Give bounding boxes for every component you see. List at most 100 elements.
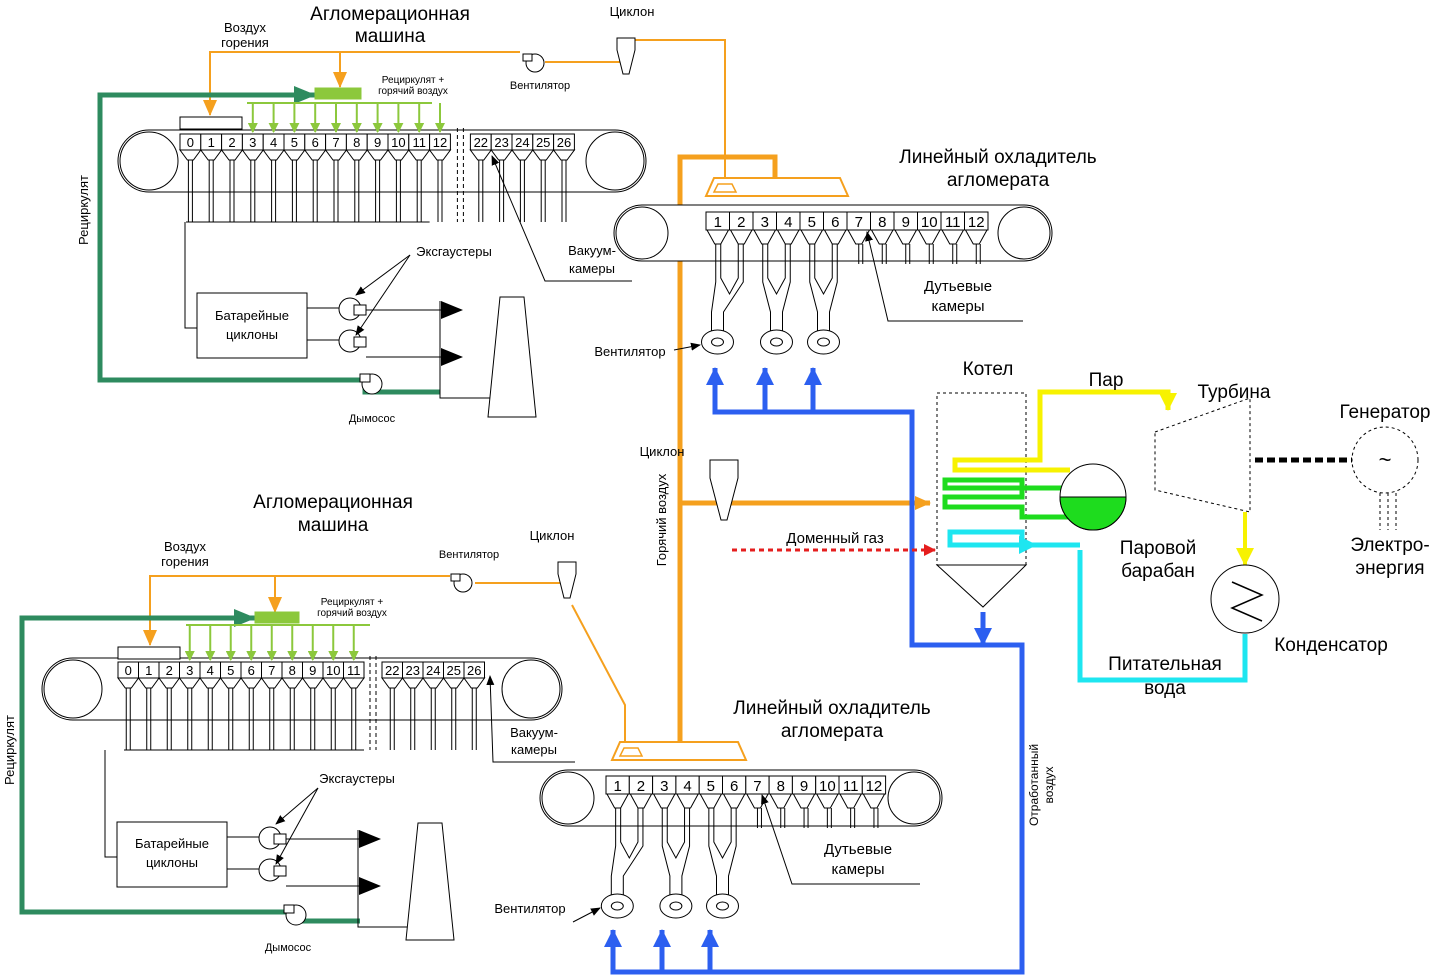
label-line: камеры (569, 261, 615, 276)
zone-label: 23 (406, 663, 420, 678)
windbox (442, 677, 465, 689)
boiler-label: Котел (963, 359, 1014, 380)
fan-duct (681, 808, 691, 896)
fan-duct (661, 808, 671, 896)
recirc-hood (314, 87, 362, 100)
leader-line (275, 787, 319, 825)
zone-label: 24 (426, 663, 440, 678)
cyclone (557, 561, 577, 599)
bottom-recirc-line (19, 609, 360, 924)
zone-label: 22 (385, 663, 399, 678)
cooler-cell-label: 7 (855, 214, 863, 231)
cooler-funnel (815, 793, 839, 809)
cooler-fan-hub (817, 337, 830, 347)
steam-label: Пар (1089, 370, 1124, 391)
zone-label: 8 (353, 135, 360, 150)
cooler-funnel (862, 793, 886, 809)
recirc-hood (254, 611, 300, 624)
bottom-exhausters-label: Эксгаустеры (319, 771, 395, 786)
bottom-combustion-air-line (143, 575, 626, 745)
zone-label: 2 (166, 663, 173, 678)
collector-pipe (184, 222, 197, 329)
fan-duct (829, 244, 838, 332)
label-line: Линейный охладитель (899, 147, 1097, 168)
steam-drum (1059, 463, 1127, 531)
fan-duct (708, 808, 717, 896)
zone-label: 10 (326, 663, 340, 678)
cooler-cell-label: 2 (637, 778, 645, 795)
label-line: Дутьевые (824, 841, 892, 858)
zone-label: 9 (309, 663, 316, 678)
zone-label: 4 (270, 135, 277, 150)
exhauster-outlet (353, 304, 367, 316)
zone-label: 23 (494, 135, 508, 150)
cooler-cell-label: 9 (902, 214, 910, 231)
exhauster-outlet (273, 865, 287, 877)
windbox (220, 149, 244, 161)
idle-drum (501, 659, 561, 719)
top-vacuum-label: Вакуум-камеры (568, 243, 616, 276)
cooler-funnel (894, 229, 918, 245)
blow-leader (761, 794, 920, 885)
fan-duct (622, 808, 644, 896)
label-line: Линейный охладитель (733, 698, 931, 719)
windbox (281, 677, 304, 689)
fan-duct (610, 808, 617, 896)
cooler-cell-label: 11 (843, 778, 859, 795)
zone-label: 6 (312, 135, 319, 150)
label-line: Отработанный (1027, 744, 1041, 826)
blow-leader (865, 231, 1023, 322)
cooler-funnel (722, 793, 746, 809)
zone-label: 0 (125, 663, 132, 678)
windbox (322, 677, 345, 689)
label-line: вода (1144, 678, 1186, 699)
label-line: агломерата (781, 721, 884, 742)
cooler-cell-label: 4 (683, 778, 691, 795)
stack-duct (357, 830, 410, 928)
zone-label: 25 (447, 663, 461, 678)
center-cyclone-label: Циклон (640, 444, 685, 459)
label-line: Дутьевые (924, 278, 992, 295)
label-line: Батарейные (215, 308, 289, 323)
cooler-cell-label: 3 (660, 778, 668, 795)
zone-label: 22 (474, 135, 488, 150)
zone-label: 4 (207, 663, 214, 678)
windbox (511, 149, 534, 161)
zone-label: 7 (268, 663, 275, 678)
windbox (381, 677, 404, 689)
cooler-cell-label: 3 (761, 214, 769, 231)
label-line: Рециркулят + (382, 75, 445, 86)
top-cyclone-label: Циклон (610, 4, 655, 19)
label-line: Электро- (1350, 535, 1429, 556)
label-line: агломерата (947, 170, 1050, 191)
zone-label: 5 (227, 663, 234, 678)
generator (1351, 426, 1419, 530)
chimney (405, 822, 455, 941)
label-line: Воздух (224, 20, 267, 35)
top-recirc-hot-label: Рециркулят +горячий воздух (378, 75, 448, 97)
condenser-label: Конденсатор (1274, 635, 1388, 656)
cooler-drum (997, 206, 1051, 260)
drive-drum (43, 659, 103, 719)
boiler (935, 389, 1248, 683)
windbox (401, 677, 424, 689)
windbox (158, 677, 181, 689)
fan-duct (666, 808, 686, 860)
cooler-cell-label: 11 (945, 214, 961, 231)
label-line: Агломерационная (310, 4, 470, 25)
zone-label: 24 (515, 135, 529, 150)
cooler-cell-label: 5 (707, 778, 715, 795)
label-line: барабан (1121, 561, 1195, 582)
cooler-cell-label: 9 (800, 778, 808, 795)
cooler-funnel (964, 229, 988, 245)
fan-duct (767, 244, 786, 296)
fan-outlet (522, 53, 533, 62)
cooler-fan-hub (711, 337, 724, 347)
windbox (199, 677, 222, 689)
zone-label: 3 (249, 135, 256, 150)
cooler-cell-label: 10 (921, 214, 938, 231)
